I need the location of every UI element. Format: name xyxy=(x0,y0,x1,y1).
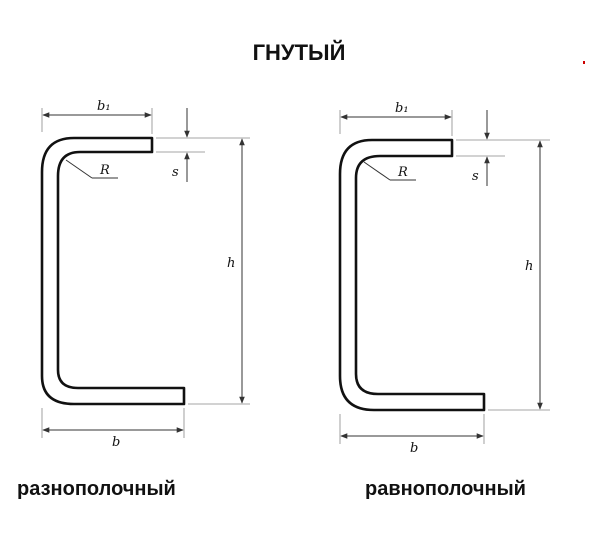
left-label-b1: b₁ xyxy=(97,99,111,114)
left-channel-profile xyxy=(40,136,186,406)
left-channel-drawing: b₁ s R h b xyxy=(40,99,250,450)
left-label-R: R xyxy=(99,163,110,178)
left-label-s: s xyxy=(172,165,179,180)
left-label-h: h xyxy=(227,256,235,271)
red-dot-marker xyxy=(583,61,585,64)
right-channel-drawing: b₁ s R h b xyxy=(338,101,550,456)
caption-equal-flange: равнополочный xyxy=(365,478,526,500)
right-label-s: s xyxy=(472,169,479,184)
right-label-h: h xyxy=(525,259,533,274)
page-title: ГНУТЫЙ xyxy=(252,40,346,65)
right-label-R: R xyxy=(397,165,408,180)
caption-unequal-flange: разнополочный xyxy=(17,478,176,500)
left-label-b: b xyxy=(112,435,120,450)
right-label-b1: b₁ xyxy=(395,101,409,116)
right-label-b: b xyxy=(410,441,418,456)
right-channel-profile xyxy=(338,138,486,412)
